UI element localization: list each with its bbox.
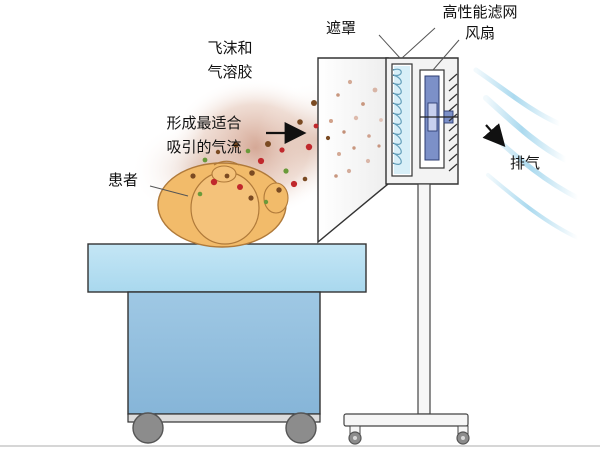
- droplets-label-line2: 气溶胶: [207, 63, 252, 81]
- exhaust-louvers: [448, 73, 458, 172]
- patient-label: 患者: [108, 171, 138, 189]
- fan-label: 风扇: [465, 24, 495, 42]
- hood-callout-line: [378, 34, 401, 59]
- hepa-filter: [391, 63, 413, 177]
- wheel-icon: [348, 431, 362, 445]
- aerosol-particles: [190, 100, 331, 205]
- wheel-icon: [456, 431, 470, 445]
- patient-table: [87, 243, 367, 423]
- patient-head: [157, 160, 289, 248]
- wheel-icon: [285, 412, 317, 444]
- droplets-label-line1: 飞沫和: [207, 39, 252, 57]
- arrow-right-icon: [482, 123, 506, 147]
- airflow-label-line1: 形成最适合: [166, 114, 241, 132]
- hood-label: 遮罩: [326, 19, 356, 37]
- wheel-icon: [132, 412, 164, 444]
- hood-particles: [329, 79, 383, 178]
- exhaust-label: 排气: [510, 154, 540, 172]
- airflow-label-line2: 吸引的气流: [166, 138, 241, 156]
- stand: [343, 183, 469, 435]
- hepa-filter-label: 高性能滤网: [442, 3, 517, 21]
- hepa-filter-callout-line: [401, 27, 436, 59]
- fan-callout-line: [432, 39, 460, 71]
- patient-callout-line: [149, 185, 189, 197]
- fan-unit: [419, 69, 458, 169]
